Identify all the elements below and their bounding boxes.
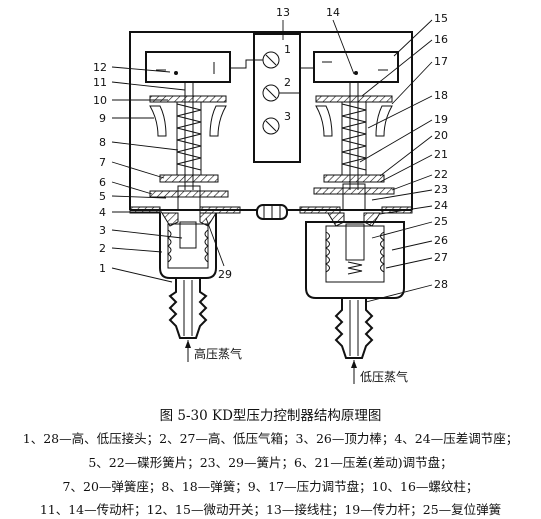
- pressure-controller-diagram: 1 2 3: [93, 6, 448, 384]
- label-11: 11: [93, 76, 107, 89]
- label-29: 29: [218, 268, 232, 281]
- label-24: 24: [434, 199, 448, 212]
- terminal-number: 1: [284, 43, 291, 56]
- label-15: 15: [434, 12, 448, 25]
- label-28: 28: [434, 278, 448, 291]
- label-2: 2: [99, 242, 106, 255]
- low-pressure-inlet-label: 低压蒸气: [360, 369, 408, 384]
- label-20: 20: [434, 129, 448, 142]
- label-19: 19: [434, 113, 448, 126]
- label-4: 4: [99, 206, 106, 219]
- label-6: 6: [99, 176, 106, 189]
- figure-title: 图 5-30 KD型压力控制器结构原理图: [159, 408, 382, 424]
- base-plate: [129, 204, 413, 220]
- terminal-block: 1 2 3: [230, 33, 314, 163]
- label-12: 12: [93, 61, 107, 74]
- legend-line: 7、20—弹簧座；8、18—弹簧；9、17—压力调节盘；10、16—螺纹柱；: [62, 479, 479, 494]
- controller-housing: [129, 31, 413, 210]
- label-5: 5: [99, 190, 106, 203]
- low-pressure-box: [305, 221, 405, 384]
- label-9: 9: [99, 112, 106, 125]
- terminal-number: 3: [284, 110, 291, 123]
- left-micro-switch: [145, 51, 231, 83]
- label-3: 3: [99, 224, 106, 237]
- high-pressure-box: [159, 213, 217, 362]
- legend-line: 11、14—传动杆；12、15—微动开关；13—接线柱；19—传力杆；25—复位…: [39, 502, 502, 517]
- label-25: 25: [434, 215, 448, 228]
- label-14: 14: [326, 6, 340, 19]
- label-22: 22: [434, 168, 448, 181]
- left-mechanism: [149, 82, 229, 227]
- terminal-number: 2: [284, 76, 291, 89]
- label-23: 23: [434, 183, 448, 196]
- label-26: 26: [434, 234, 448, 247]
- label-16: 16: [434, 33, 448, 46]
- label-7: 7: [99, 156, 106, 169]
- label-10: 10: [93, 94, 107, 107]
- right-mechanism: [313, 82, 395, 227]
- label-17: 17: [434, 55, 448, 68]
- label-18: 18: [434, 89, 448, 102]
- high-pressure-inlet-label: 高压蒸气: [194, 346, 242, 361]
- label-13: 13: [276, 6, 290, 19]
- leader-lines: [111, 19, 433, 303]
- legend-line: 5、22—碟形簧片；23、29—簧片；6、21—压差(差动)调节盘；: [88, 455, 453, 470]
- legend-line: 1、28—高、低压接头；2、27—高、低压气箱；3、26—顶力棒；4、24—压差…: [22, 431, 519, 446]
- label-21: 21: [434, 148, 448, 161]
- label-8: 8: [99, 136, 106, 149]
- label-27: 27: [434, 251, 448, 264]
- label-1: 1: [99, 262, 106, 275]
